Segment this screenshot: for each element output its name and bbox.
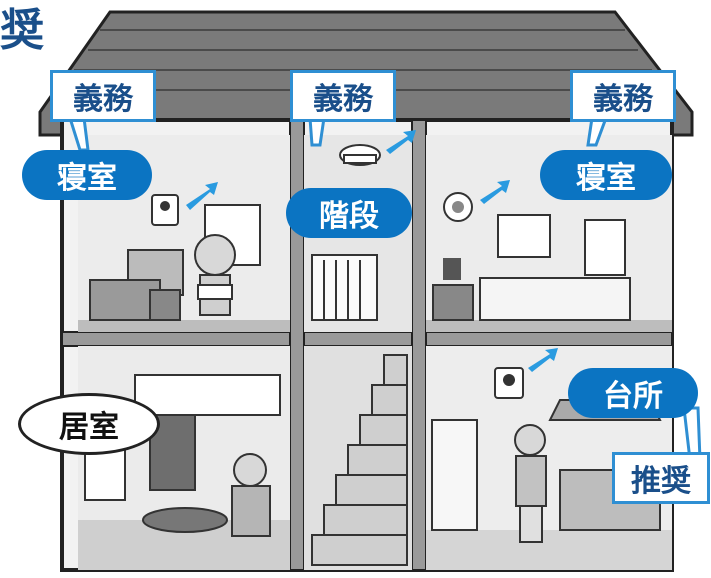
railing-bars: [323, 260, 361, 320]
wall-left-stair: [289, 119, 305, 571]
window-right: [584, 219, 626, 276]
nightstand: [432, 284, 474, 321]
refrigerator: [431, 419, 478, 531]
smoke-alarm-icon: [443, 192, 473, 222]
boy-book: [197, 284, 233, 300]
lamp: [443, 258, 461, 280]
girl-head: [514, 424, 546, 456]
desk: [89, 279, 161, 321]
floor-left-upper: [78, 320, 290, 332]
low-table: [142, 507, 228, 533]
mandatory-badge-left: 義務: [50, 70, 156, 122]
arrow-icon: [480, 180, 510, 204]
recommended-badge: 推奨: [612, 452, 710, 504]
grandfather-body: [231, 485, 271, 537]
corner-text: 奨: [0, 5, 44, 56]
room-label-living: 居室: [18, 393, 160, 455]
stair-railing-upper: [311, 254, 378, 321]
picture-frame: [497, 214, 551, 258]
callout-pointer: [308, 116, 326, 147]
room-label-stairs: 階段: [286, 188, 412, 238]
staircase: [311, 354, 408, 566]
room-label-bedroom-left: 寝室: [22, 150, 152, 200]
girl-body: [515, 455, 547, 507]
smoke-alarm-icon: [151, 194, 179, 226]
chair: [149, 289, 181, 321]
boy-head: [194, 234, 236, 276]
mandatory-badge-center: 義務: [290, 70, 396, 122]
heat-detector-icon: [339, 144, 381, 166]
room-label-kitchen: 台所: [568, 368, 698, 418]
smoke-alarm-icon: [494, 367, 524, 399]
arrow-icon: [186, 182, 218, 210]
mandatory-badge-right: 義務: [570, 70, 676, 122]
arrow-icon: [386, 130, 416, 154]
floor-slab: [61, 331, 673, 347]
sliding-doors: [134, 374, 281, 416]
grandfather-head: [233, 453, 267, 487]
room-label-bedroom-right: 寝室: [540, 150, 672, 200]
girl-legs: [519, 505, 543, 543]
bed: [479, 277, 631, 321]
wall-right-stair: [411, 119, 427, 571]
floor-kitchen: [426, 530, 672, 570]
arrow-icon: [528, 348, 558, 372]
floor-right-upper: [426, 320, 672, 332]
